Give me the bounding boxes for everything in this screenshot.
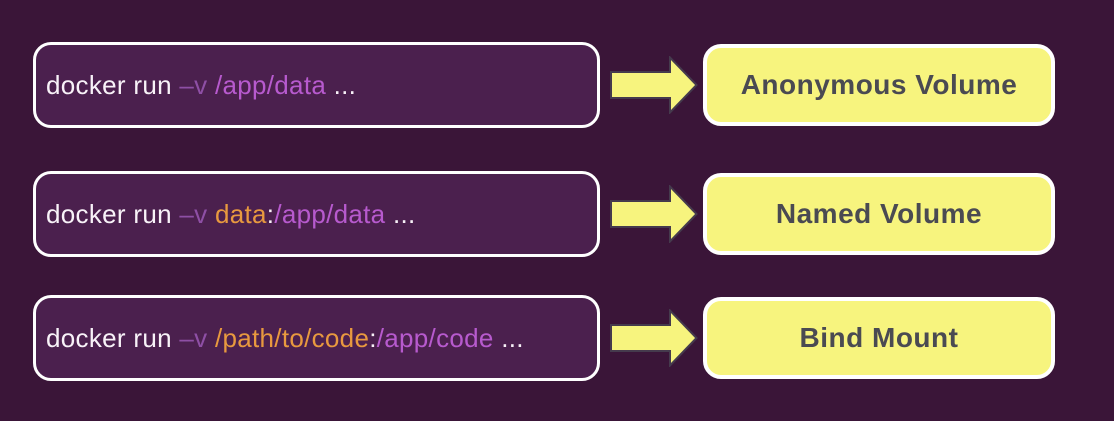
- command-text: docker run –v data:/app/data ...: [46, 199, 416, 230]
- arrow-right-icon: [610, 185, 698, 243]
- command-segment: /app/data: [274, 198, 386, 229]
- command-box-named-volume: docker run –v data:/app/data ...: [33, 171, 600, 257]
- command-text: docker run –v /path/to/code:/app/code ..…: [46, 323, 524, 354]
- volume-type-label: Bind Mount: [799, 322, 959, 353]
- command-box-bind-mount: docker run –v /path/to/code:/app/code ..…: [33, 295, 600, 381]
- volume-type-label: Anonymous Volume: [740, 69, 1018, 100]
- command-text: docker run –v /app/data ...: [46, 70, 356, 101]
- command-segment: docker run: [46, 69, 180, 100]
- command-box-anonymous-volume: docker run –v /app/data ...: [33, 42, 600, 128]
- command-segment: ...: [493, 322, 524, 353]
- command-segment: data: [214, 198, 267, 229]
- command-segment: –v: [179, 198, 215, 229]
- volume-type-label: Named Volume: [775, 198, 983, 229]
- command-segment: docker run: [46, 198, 180, 229]
- row-anonymous-volume: docker run –v /app/data ... Anonymous Vo…: [33, 42, 1055, 128]
- command-segment: docker run: [46, 322, 180, 353]
- command-segment: /path/to/code: [214, 322, 370, 353]
- arrow-right-icon: [610, 56, 698, 114]
- command-segment: ...: [326, 69, 357, 100]
- row-named-volume: docker run –v data:/app/data ... Named V…: [33, 171, 1055, 257]
- command-segment: /app/code: [376, 322, 494, 353]
- command-segment: ...: [385, 198, 416, 229]
- command-segment: :: [369, 322, 377, 353]
- command-segment: :: [266, 198, 275, 229]
- arrow-right-icon: [610, 309, 698, 367]
- command-segment: –v: [179, 69, 215, 100]
- volume-type-box-anonymous: Anonymous Volume: [703, 44, 1055, 126]
- command-segment: /app/data: [214, 69, 327, 100]
- command-segment: –v: [179, 322, 215, 353]
- volume-type-box-bind-mount: Bind Mount: [703, 297, 1055, 379]
- volume-type-box-named: Named Volume: [703, 173, 1055, 255]
- row-bind-mount: docker run –v /path/to/code:/app/code ..…: [33, 295, 1055, 381]
